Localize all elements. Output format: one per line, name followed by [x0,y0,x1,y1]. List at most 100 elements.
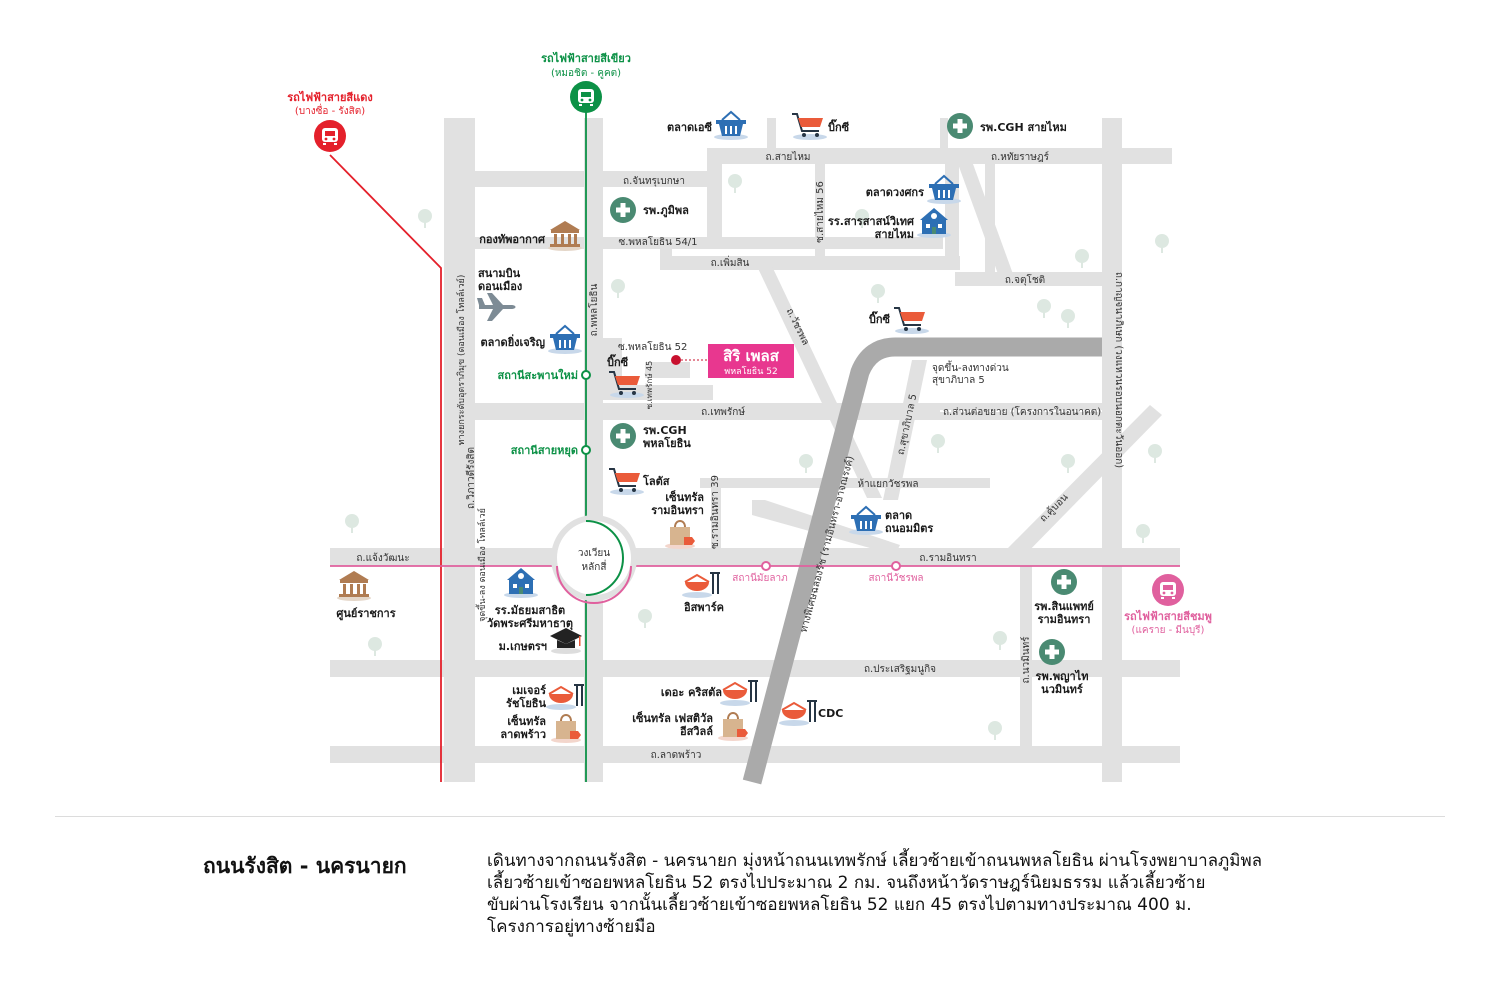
poi-festival-2: อีสวิลล์ [680,725,714,738]
poi-ispark: อิสพาร์ค [684,601,724,614]
points-of-interest: ตลาดเอซี บิ๊กซี รพ.CGH สายไหม ตลาดวงศกร … [336,111,1094,744]
poi-central-ram-1: เซ็นทรัล [665,490,704,504]
route-description: เดินทางจากถนนรังสิต - นครนายก มุ่งหน้าถน… [487,850,1347,938]
shopping-cart-icon [893,307,930,335]
poi-school-saimai-2: สายไหม [875,227,914,241]
road-label: ถ.รามอินทรา [919,553,976,564]
hospital-icon [1039,639,1065,665]
road-label: จุดขึ้น-ลง ดอนเมือง โทลล์เวย์ [475,508,488,622]
pink-line-sub: (แคราย - มีนบุรี) [1132,624,1205,636]
roundabout-label-2: หลักสี่ [582,559,607,573]
poi-airport-2: ดอนเมือง [478,280,522,293]
poi-major-1: เมเจอร์ [512,684,546,697]
station-markers [581,370,901,571]
road-label: ถ.เทพรักษ์ [701,406,745,418]
poi-airforce: กองทัพอากาศ [479,233,546,246]
project-name: สิริ เพลส [723,347,780,365]
road-label: ถ.กาญจนาภิเษก (วงแหวนรอบนอกตะวันออก) [1113,272,1124,468]
route-title: ถนนรังสิต - นครนายก [203,854,407,878]
poi-central-lat-2: ลาดพร้าว [500,728,546,741]
poi-market-yingcharoen: ตลาดยิ่งเจริญ [480,334,545,349]
poi-school-mattayom-1: รร.มัธยมสาธิต [495,604,565,617]
red-line-badge: รถไฟฟ้าสายสีแดง (บางซื่อ - รังสิต) [287,90,373,152]
poi-bigc-3: บิ๊กซี [607,354,629,369]
area-map: วงเวียน หลักสี่ สถานีสะพานใหม่ สถานีสายห… [287,51,1212,785]
road-label: ซ.เทพรักษ์ 45 [644,361,654,409]
shopping-bag-icon [717,712,749,742]
poi-airport-1: สนามบิน [478,267,521,280]
road-label: ถ.แจ้งวัฒนะ [356,552,409,564]
road-label: ทางยกระดับอุตราภิมุข (ดอนเมือง โทลล์เวย์… [455,275,467,446]
section-divider [55,816,1445,817]
poi-major-2: รัชโยธิน [506,696,546,710]
road-label: ห้าแยกวัชรพล [857,478,918,490]
route-line: เดินทางจากถนนรังสิต - นครนายก มุ่งหน้าถน… [487,851,1263,871]
road-label: สุขาภิบาล 5 [932,375,985,386]
market-basket-icon [848,506,884,536]
road-label: ซ.รามอินทรา 39 [710,475,721,549]
road-label: ถ.จตุโชติ [1005,273,1045,286]
road-label: ซ.สายไหม 56 [814,181,826,243]
poi-lotus: โลตัส [642,474,670,488]
poi-school-saimai-1: รร.สารสาสน์วิเทศ [828,215,915,228]
poi-crystal: เดอะ คริสตัล [661,686,722,699]
poi-market-thanon-1: ตลาด [885,509,912,522]
poi-bigc-1: บิ๊กซี [828,119,850,134]
poi-market-thanon-2: ถนอมมิตร [885,522,933,535]
station-saphan-mai: สถานีสะพานใหม่ [497,368,578,382]
market-basket-icon [547,325,583,355]
road-label: ถ.เพิ่มสิน [711,255,750,269]
station-watcharaphon: สถานีวัชรพล [868,572,923,584]
poi-cgh-1: รพ.CGH [643,424,687,437]
road-label: ซ.พหลโยธิน 52 [618,340,687,353]
road-label: ถ.พหลโยธิน [587,283,600,336]
poi-central-ram-2: รามอินทรา [651,504,704,517]
poi-festival-1: เซ็นทรัล เฟสติวัล [632,711,713,725]
poi-sinphaet-2: รามอินทรา [1038,613,1091,626]
road-label: ถ.สายไหม [765,151,810,163]
route-line: ขับผ่านโรงเรียน จากนั้นเลี้ยวซ้ายเข้าซอย… [487,895,1192,915]
school-building-icon [504,568,538,598]
road-label: ถ.วิภาวดีรังสิต [465,447,477,509]
poi-market-or: ตลาดเอซี [667,121,713,134]
poi-phyathai-1: รพ.พญาไท [1036,669,1089,683]
poi-kasetsart: ม.เกษตรฯ [499,640,547,653]
market-basket-icon [713,111,749,141]
project-marker[interactable]: สิริ เพลส พหลโยธิน 52 [671,344,794,378]
road-label: ถ.ลาดพร้าว [651,749,702,761]
red-line-title: รถไฟฟ้าสายสีแดง [287,90,373,104]
green-line-sub: (หมอชิต - คูคต) [551,68,621,79]
road-label: ถ.หทัยราษฎร์ [991,151,1050,163]
road-label: จุดขึ้น-ลงทางด่วน [932,360,1009,374]
hospital-icon [947,113,973,139]
route-line: เลี้ยวซ้ายเข้าซอยพหลโยธิน 52 ตรงไปประมาณ… [487,873,1206,893]
route-line: โครงการอยู่ทางซ้ายมือ [487,917,656,937]
station-mailap: สถานีมัยลาภ [732,572,787,584]
shopping-cart-icon [608,468,645,496]
hospital-icon [610,423,636,449]
food-dining-icon [719,679,759,707]
pink-line-badge: รถไฟฟ้าสายสีชมพู (แคราย - มีนบุรี) [1124,574,1212,636]
road-label: ถ.ส่วนต่อขยาย (โครงการในอนาคต) [943,405,1101,418]
poi-bhumibol: รพ.ภูมิพล [643,204,689,218]
food-dining-icon [681,571,721,599]
poi-cgh-saimai: รพ.CGH สายไหม [980,120,1067,134]
red-line-sub: (บางซื่อ - รังสิต) [295,103,365,117]
shopping-cart-icon [791,113,828,141]
roundabout: วงเวียน หลักสี่ [551,515,637,604]
food-dining-icon [545,683,585,711]
pink-line-title: รถไฟฟ้าสายสีชมพู [1124,609,1212,624]
poi-sinphaet-1: รพ.สินแพทย์ [1034,600,1094,613]
roundabout-label-1: วงเวียน [578,547,610,559]
graduation-cap-icon [550,628,582,654]
poi-school-mattayom-2: วัดพระศรีมหาธาตุ [487,617,573,631]
shopping-bag-icon [664,520,696,550]
food-dining-icon [778,699,818,727]
hospital-icon [610,197,636,223]
green-line-badge: รถไฟฟ้าสายสีเขียว (หมอชิต - คูคต) [541,51,631,113]
poi-market-wongsakorn: ตลาดวงศกร [866,186,924,199]
airplane-icon [477,293,516,321]
government-building-icon [548,221,582,251]
road-label: ถ.ประเสริฐมนูกิจ [864,664,936,675]
road-label: ซ.พหลโยธิน 54/1 [618,235,697,248]
